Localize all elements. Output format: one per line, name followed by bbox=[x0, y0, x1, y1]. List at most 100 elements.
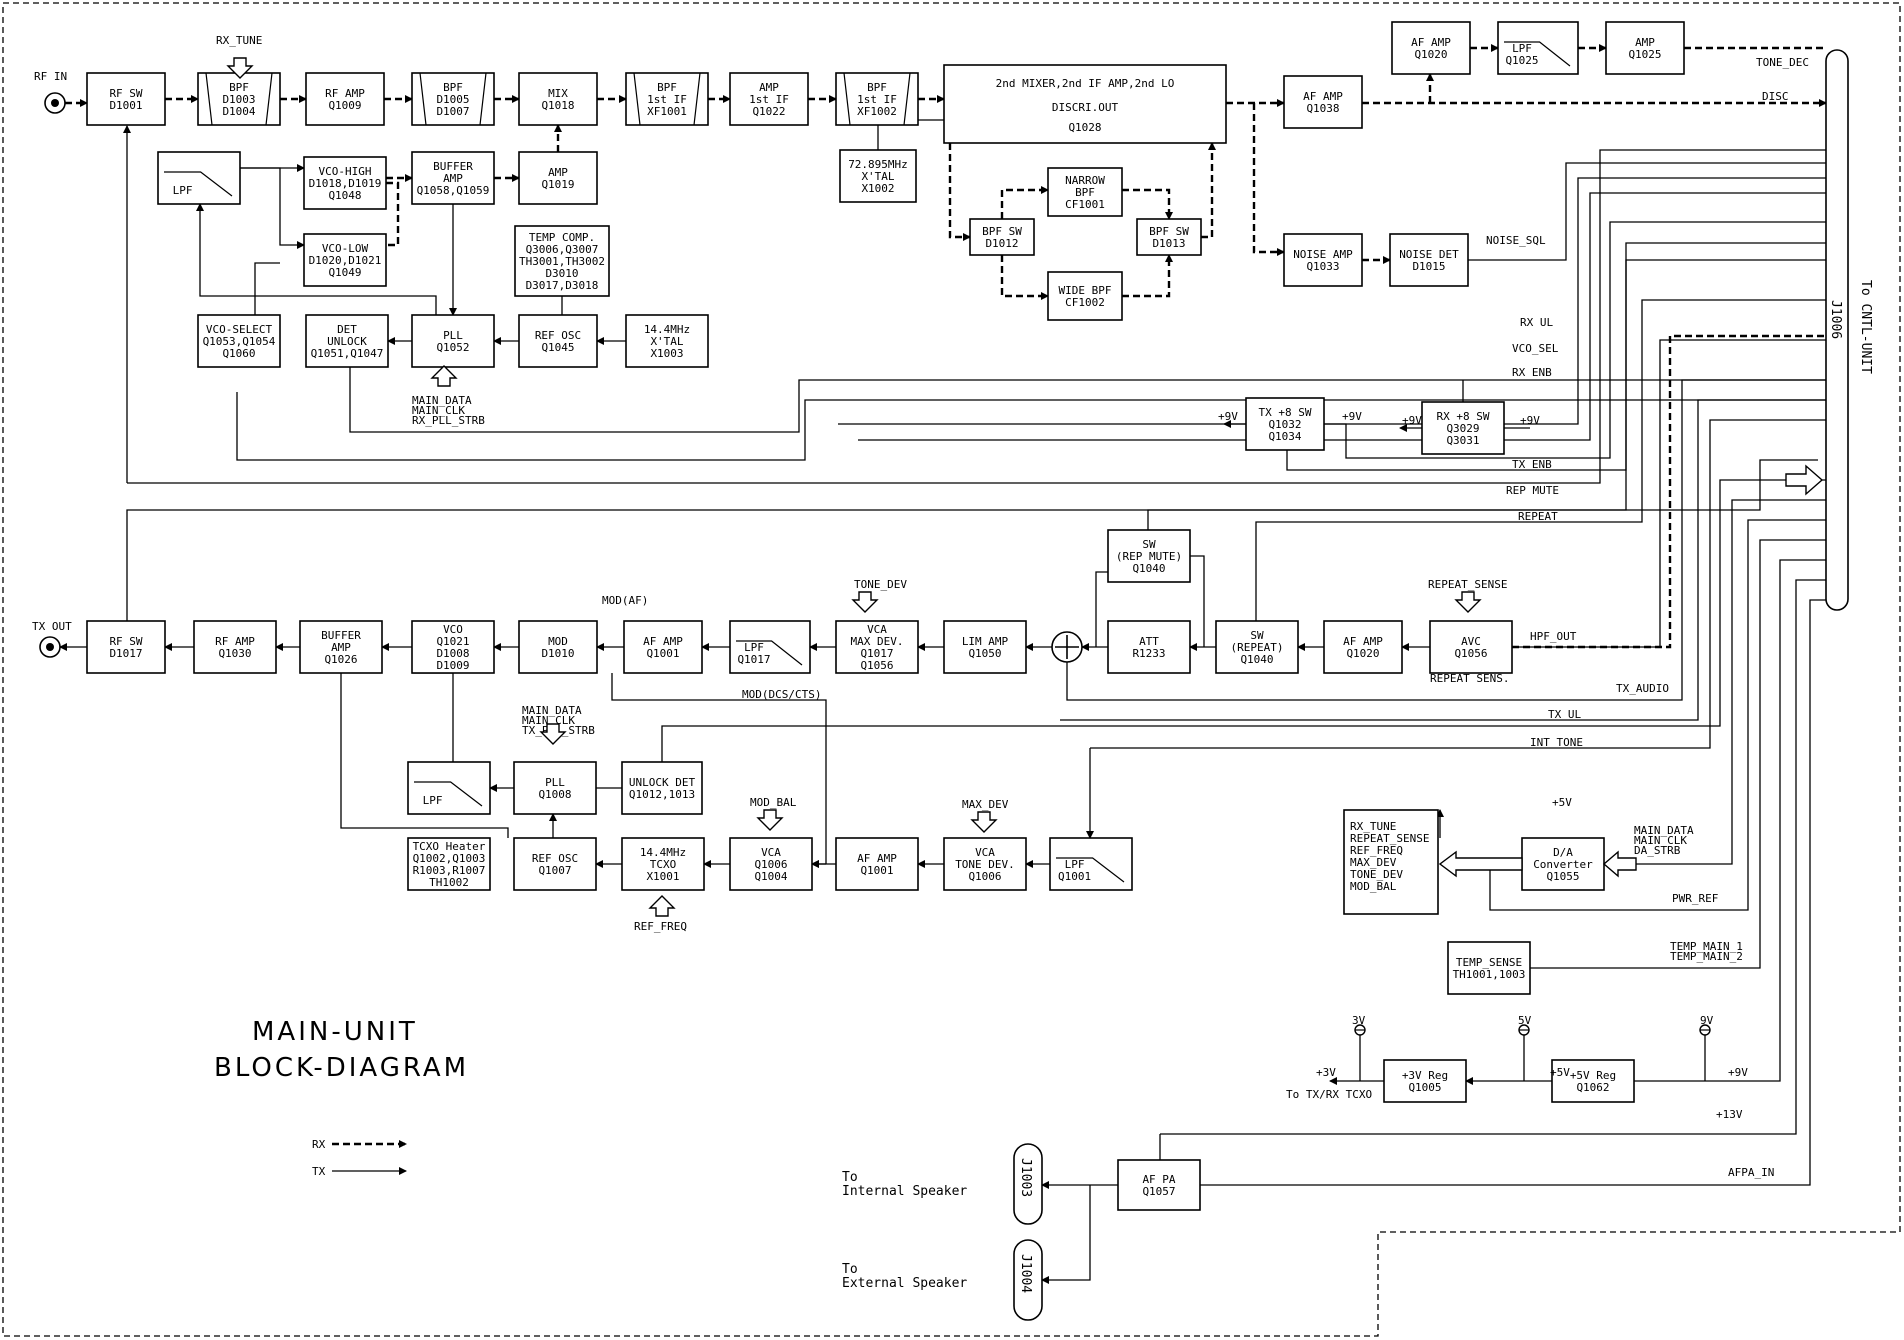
block-text: Q1017 bbox=[737, 653, 770, 666]
block-text: AMP bbox=[1635, 36, 1655, 49]
wire bbox=[1066, 379, 1826, 701]
block-text: BPF SW bbox=[1149, 225, 1189, 238]
signal-label-afpa-in: AFPA_IN bbox=[1728, 1166, 1774, 1179]
block-text: PLL bbox=[443, 329, 463, 342]
wire bbox=[1160, 579, 1826, 1135]
block-text: Converter bbox=[1533, 858, 1593, 871]
block-text: LPF bbox=[173, 184, 193, 197]
signal-label-p9v: +9V bbox=[1218, 410, 1238, 423]
block-text: RX +8 SW bbox=[1437, 410, 1490, 423]
block-text: BPF bbox=[443, 81, 463, 94]
signal-label-p5v-top: +5V bbox=[1552, 796, 1572, 809]
block-text: Q1026 bbox=[324, 653, 357, 666]
svg-text:J1003: J1003 bbox=[1018, 1158, 1033, 1197]
signal-label-main-clk: MAIN_CLK bbox=[522, 714, 575, 727]
wire bbox=[349, 367, 1826, 433]
control-arrow bbox=[539, 723, 567, 745]
block-text: TEMP COMP. bbox=[529, 231, 595, 244]
block-text: Q1060 bbox=[222, 347, 255, 360]
wire bbox=[1468, 162, 1826, 261]
block-text: X1003 bbox=[650, 347, 683, 360]
wire bbox=[196, 203, 437, 315]
control-arrow bbox=[226, 57, 254, 79]
block-text: Q1001 bbox=[1058, 870, 1091, 883]
signal-label-main-clk: MAIN_CLK bbox=[412, 404, 465, 417]
block-text: Q1056 bbox=[860, 659, 893, 672]
wire bbox=[1252, 103, 1285, 256]
block-text: TX +8 SW bbox=[1259, 406, 1312, 419]
block-text: NOISE AMP bbox=[1293, 248, 1353, 261]
block-mixer2: 2nd MIXER,2nd IF AMP,2nd LODISCRI.OUTQ10… bbox=[943, 64, 1227, 144]
wire bbox=[1200, 599, 1826, 1186]
block-text: BPF bbox=[867, 81, 887, 94]
wire bbox=[1122, 254, 1173, 298]
signal-label-noise-sql: NOISE_SQL bbox=[1486, 234, 1546, 247]
block-text: TH3001,TH3002 bbox=[519, 255, 605, 268]
signal-label-p9v: +9V bbox=[1342, 410, 1362, 423]
wire bbox=[611, 673, 827, 864]
block-text: XF1002 bbox=[857, 105, 897, 118]
block-text: VCO-HIGH bbox=[319, 165, 372, 178]
block-text: MOD bbox=[548, 635, 568, 648]
signal-label-rx-tune: RX_TUNE bbox=[216, 34, 262, 47]
block-text: Q1051,Q1047 bbox=[311, 347, 384, 360]
block-text: D1015 bbox=[1412, 260, 1445, 273]
jack-j1003: J1003 bbox=[1013, 1143, 1043, 1225]
block-text: PLL bbox=[545, 776, 565, 789]
block-text: Q1001 bbox=[646, 647, 679, 660]
block-text: XF1001 bbox=[647, 105, 687, 118]
wire bbox=[1095, 571, 1108, 647]
signal-wires bbox=[59, 44, 1827, 1284]
cntl-unit-connector bbox=[1825, 49, 1849, 611]
block-text: RF AMP bbox=[215, 635, 255, 648]
block-text: REPEAT_SENSE bbox=[1350, 832, 1429, 845]
block-text: CF1001 bbox=[1065, 198, 1105, 211]
block-text: DISCRI.OUT bbox=[1052, 101, 1119, 114]
block-text: Q1017 bbox=[860, 647, 893, 660]
legend: RX TX bbox=[312, 1138, 407, 1178]
wire bbox=[1201, 142, 1216, 239]
signal-label-v9: 9V bbox=[1700, 1014, 1714, 1027]
diagram-title-line2: BLOCK-DIAGRAM bbox=[214, 1053, 469, 1083]
block-text: REF OSC bbox=[535, 329, 581, 342]
block-text: X1002 bbox=[861, 182, 894, 195]
block-text: BPF bbox=[1075, 186, 1095, 199]
block-text: Q1025 bbox=[1505, 54, 1538, 67]
block-text: Q1062 bbox=[1576, 1081, 1609, 1094]
block-text: +3V Reg bbox=[1402, 1069, 1448, 1082]
block-text: LPF bbox=[1065, 858, 1085, 871]
summing-junction bbox=[1051, 631, 1083, 663]
block-text: NARROW bbox=[1065, 174, 1105, 187]
block-text: Q1008 bbox=[538, 788, 571, 801]
block-text: X'TAL bbox=[861, 170, 894, 183]
internal-speaker-label-1: To bbox=[842, 1170, 858, 1185]
signal-label-p9v: +9V bbox=[1520, 414, 1540, 427]
external-speaker-label-1: To bbox=[842, 1262, 858, 1277]
block-sw-rep-mute: SW(REP MUTE)Q1040 bbox=[1107, 529, 1191, 583]
block-text: D3017,D3018 bbox=[526, 279, 599, 292]
signal-label-rx-pll-strb: RX_PLL_STRB bbox=[412, 414, 485, 427]
block-text: AF PA bbox=[1142, 1173, 1175, 1186]
control-arrow bbox=[851, 591, 879, 613]
block-text: CF1002 bbox=[1065, 296, 1105, 309]
wire bbox=[1060, 399, 1826, 721]
signal-label-repeat: REPEAT bbox=[1518, 510, 1558, 523]
block-text: Q1038 bbox=[1306, 102, 1339, 115]
block-text: VCO bbox=[443, 623, 463, 636]
block-text: Q1001 bbox=[860, 864, 893, 877]
block-text: BPF bbox=[229, 81, 249, 94]
block-text: Q1005 bbox=[1408, 1081, 1441, 1094]
wire bbox=[838, 177, 1826, 425]
block-text: BUFFER bbox=[321, 629, 361, 642]
signal-label-p9v: +9V bbox=[1728, 1066, 1748, 1079]
